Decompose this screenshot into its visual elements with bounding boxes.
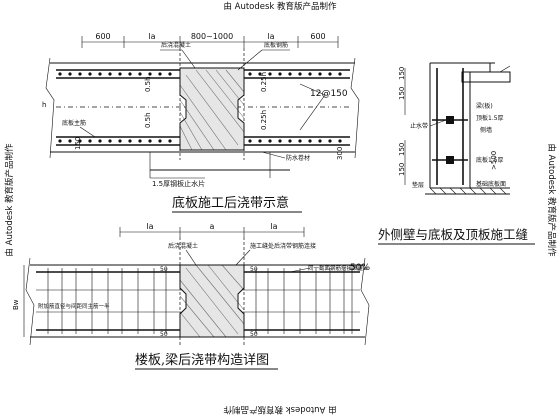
label-half-h1: 0.5h <box>144 76 152 92</box>
rebar-dot <box>268 139 272 143</box>
rebar-dot <box>258 139 262 143</box>
label-seam1: 顶板1.5厚 <box>476 114 504 122</box>
rebar-dot <box>148 139 152 143</box>
beam-note-left: 附加筋直径与间距同主筋一半 <box>38 302 110 310</box>
dim-600-right: 600 <box>310 32 325 41</box>
rebar-dot <box>318 139 322 143</box>
rebar-dot <box>168 72 172 76</box>
rebar-dot <box>288 72 292 76</box>
rebar-dot <box>158 72 162 76</box>
slab-detail-title: 底板施工后浇带示意 <box>172 195 289 211</box>
rebar-dot <box>268 72 272 76</box>
rebar-dot <box>58 139 62 143</box>
beam-pct: 50% <box>350 263 370 273</box>
beam-50-1: 50 <box>160 266 168 273</box>
beam-50-4: 50 <box>250 331 258 338</box>
rebar-dot <box>338 139 342 143</box>
watermark-left: 由 Autodesk 教育版产品制作 <box>4 143 15 257</box>
rebar-dot <box>338 72 342 76</box>
beam-50-3: 50 <box>160 331 168 338</box>
rebar-dot <box>88 72 92 76</box>
beam-post-cast-detail: la a la 后浇混凝土 施工缝处后浇带钢筋连接 Bw 50 50 50 50… <box>12 222 370 370</box>
dim-la-left: la <box>148 32 155 41</box>
label-half-h2: 0.5h <box>144 112 152 128</box>
rebar-dot <box>138 72 142 76</box>
rebar-dot <box>78 72 82 76</box>
rebar-dot <box>158 139 162 143</box>
dim-800-1000: 800~1000 <box>191 32 233 41</box>
beam-label-note-top: 施工缝处后浇带钢筋连接 <box>250 242 316 250</box>
rebar-dot <box>98 72 102 76</box>
rebar-dot <box>68 139 72 143</box>
rebar-dot <box>288 139 292 143</box>
label-300: 300 <box>336 147 344 160</box>
label-slab-band: 底板主筋 <box>62 119 86 127</box>
rebar-dot <box>68 72 72 76</box>
wall-joint-detail: 150 150 150 150 止水带 梁(板) 顶板1.5厚 侧墙 底板1.5… <box>378 62 535 245</box>
label-seam2: 底板1.5厚 <box>476 156 504 164</box>
beam-note-right: 同一截面钢筋搭接数量≤ <box>308 264 368 272</box>
rebar-dot <box>278 139 282 143</box>
rebar-dot <box>108 72 112 76</box>
label-bottom-note: 1.5厚钢板止水片 <box>152 179 205 188</box>
rebar-dot <box>168 139 172 143</box>
rebar-dot <box>328 139 332 143</box>
rebar-dot <box>108 139 112 143</box>
label-bottom: 垫层 <box>412 181 424 189</box>
wall-dim-150d: 150 <box>398 163 406 176</box>
rebar-dot <box>148 72 152 76</box>
beam-dim-la-left: la <box>146 222 153 231</box>
watermark-bottom: 由 Autodesk 教育版产品制作 <box>223 404 337 415</box>
label-h: h <box>42 101 46 109</box>
rebar-dot <box>128 72 132 76</box>
label-beam: 梁(板) <box>476 102 493 110</box>
wall-detail-title: 外侧壁与底板及顶板施工缝 <box>378 227 528 242</box>
rebar-dot <box>118 139 122 143</box>
rebar-dot <box>128 139 132 143</box>
rebar-dot <box>308 72 312 76</box>
label-waterproof: 防水卷材 <box>286 154 310 162</box>
label-quarter-h1: 0.25h <box>260 72 268 92</box>
rebar-dot <box>278 72 282 76</box>
rebar-dot <box>248 72 252 76</box>
label-post-concrete: 后浇混凝土 <box>161 41 191 49</box>
dim-la-right: la <box>267 32 274 41</box>
rebar-dot <box>118 72 122 76</box>
rebar-dot <box>298 139 302 143</box>
rebar-dot <box>328 72 332 76</box>
label-steel-plate: 底板钢筋 <box>264 41 288 49</box>
label-wall: 侧墙 <box>480 126 492 134</box>
rebar-dot <box>298 72 302 76</box>
beam-dim-a: a <box>210 222 215 231</box>
beam-detail-title: 楼板,梁后浇带构造详图 <box>135 353 269 368</box>
watermark-top: 由 Autodesk 教育版产品制作 <box>223 1 337 12</box>
rebar-dot <box>138 139 142 143</box>
slab-post-cast-detail: 600 la 800~1000 la 600 后浇混凝土 底板钢筋 <box>42 32 360 213</box>
rebar-dot <box>248 139 252 143</box>
label-quarter-h2: 0.25h <box>260 110 268 130</box>
beam-dim-la-right: la <box>270 222 277 231</box>
wall-dim-150a: 150 <box>398 87 406 100</box>
beam-label-post-concrete: 后浇混凝土 <box>168 242 198 250</box>
beam-label-bw: Bw <box>12 299 20 310</box>
label-rebar-12: 12@150 <box>310 89 348 99</box>
label-500: >500 <box>490 151 498 170</box>
rebar-dot <box>78 139 82 143</box>
label-150: 150 <box>74 137 82 150</box>
watermark-right: 由 Autodesk 教育版产品制作 <box>546 143 557 257</box>
wall-dim-150c: 150 <box>398 143 406 156</box>
rebar-dot <box>98 139 102 143</box>
dim-600-left: 600 <box>95 32 110 41</box>
wall-dim-150b: 150 <box>398 67 406 80</box>
rebar-dot <box>58 72 62 76</box>
rebar-dot <box>308 139 312 143</box>
rebar-dot <box>318 72 322 76</box>
beam-50-2: 50 <box>250 266 258 273</box>
rebar-dot <box>88 139 92 143</box>
label-waterstop: 止水带 <box>410 122 428 130</box>
rebar-dot <box>258 72 262 76</box>
label-floor: 基础底板面 <box>476 180 506 188</box>
